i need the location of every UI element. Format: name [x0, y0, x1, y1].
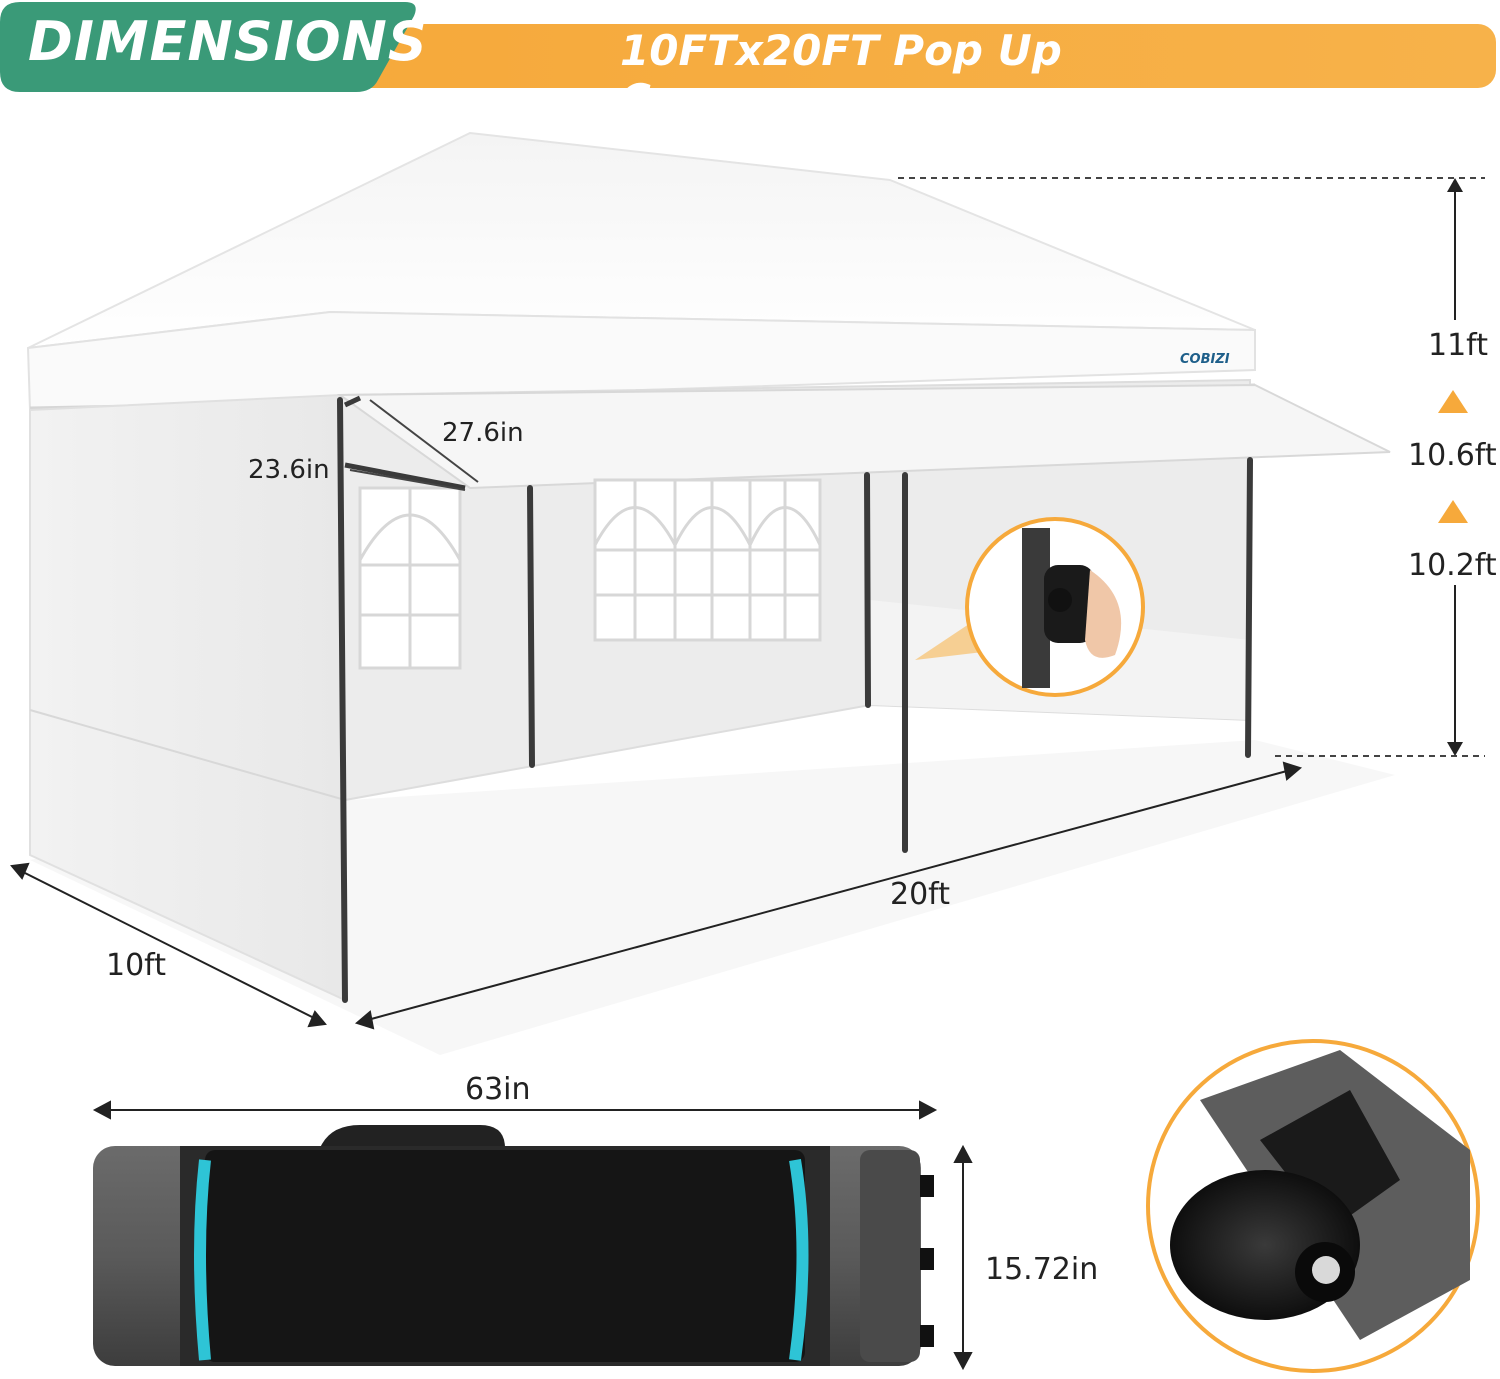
height-dimension	[898, 177, 1485, 757]
awning-arm	[343, 395, 466, 491]
badge-label: DIMENSIONS	[28, 10, 428, 73]
side-wall-left	[29, 393, 347, 1002]
height-adjust-arrow-icon	[1438, 390, 1468, 413]
floor-shadow	[30, 740, 1395, 1055]
height-lock-closeup	[915, 517, 1145, 697]
carry-bag	[93, 1125, 934, 1366]
height-min-label: 10.2ft	[1408, 548, 1497, 583]
bag-length-label: 63in	[465, 1072, 531, 1107]
title-banner	[330, 24, 1496, 88]
height-max-label: 11ft	[1428, 328, 1488, 363]
awning-dimension-arrows	[349, 399, 479, 491]
awning-width-label: 27.6in	[442, 418, 524, 448]
depth-label: 10ft	[106, 948, 166, 983]
floor-dimension	[10, 761, 1303, 1030]
length-label: 20ft	[890, 877, 950, 912]
bag-dimension	[92, 1100, 973, 1371]
badge-shape	[0, 2, 416, 92]
canopy-roof	[27, 131, 1256, 349]
height-adjust-arrow-icon	[1438, 500, 1468, 523]
brand-logo: COBIZI	[1180, 352, 1230, 367]
height-mid-label: 10.6ft	[1408, 438, 1497, 473]
wheel-closeup	[1146, 1039, 1480, 1373]
front-awning	[336, 383, 1391, 490]
window-center	[593, 478, 822, 642]
canopy-legs	[337, 397, 1253, 1003]
bag-height-label: 15.72in	[985, 1252, 1099, 1287]
window-left	[358, 486, 462, 670]
canopy-valance	[26, 310, 1256, 412]
awning-height-label: 23.6in	[248, 455, 330, 485]
page-title: 10FTx20FT Pop Up Canopy	[620, 26, 1062, 124]
